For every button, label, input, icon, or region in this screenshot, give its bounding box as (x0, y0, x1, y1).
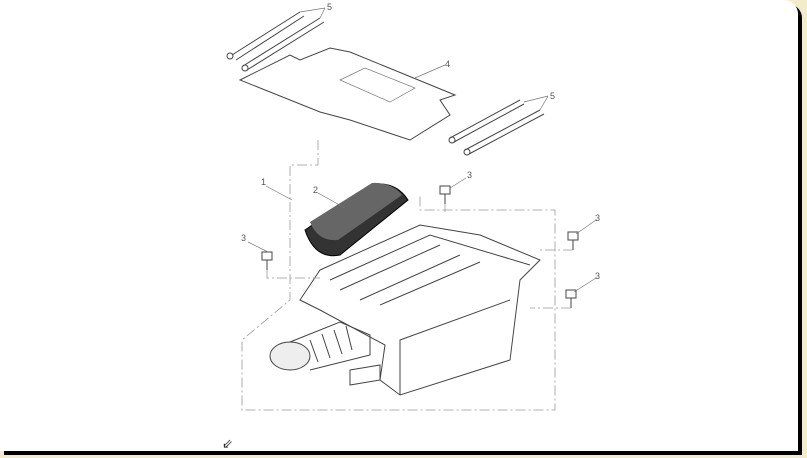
callout-2: 2 (313, 185, 318, 195)
part-5-strap-top (231, 11, 325, 71)
callout-4: 4 (445, 59, 450, 69)
part-3-screws (261, 185, 579, 308)
part-5-strap-right (449, 99, 545, 155)
callout-3-right-lower: 3 (595, 271, 600, 281)
callout-1: 1 (261, 177, 266, 187)
callout-5-right: 5 (550, 91, 555, 101)
callout-3-top: 3 (467, 170, 472, 180)
intake-duct (269, 321, 371, 371)
callout-3-left: 3 (241, 233, 246, 243)
callout-5-top: 5 (327, 2, 332, 12)
part-1-airbox (299, 224, 541, 396)
part-4-plate (238, 47, 457, 141)
callout-3-right-upper: 3 (595, 213, 600, 223)
diagram-panel (0, 0, 798, 451)
zoom-out-arrow-icon[interactable]: ⇙ (222, 436, 233, 451)
